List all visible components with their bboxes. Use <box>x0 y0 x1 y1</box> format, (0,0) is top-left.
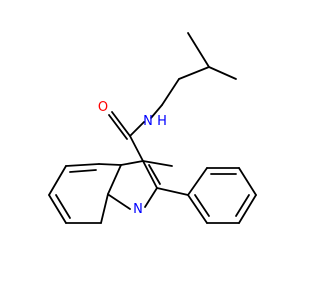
ring-nitrogen-label: N <box>133 202 143 217</box>
bond <box>98 163 122 166</box>
bond <box>161 78 180 106</box>
bond <box>142 160 173 167</box>
bond <box>178 66 210 80</box>
bond <box>142 160 158 189</box>
oxygen-atom-label: O <box>98 100 108 115</box>
bond <box>100 193 109 224</box>
bond <box>156 187 189 196</box>
bond <box>129 135 144 162</box>
bond <box>107 164 122 195</box>
bond <box>48 194 67 224</box>
bond <box>65 163 100 167</box>
bond <box>108 114 128 140</box>
bond <box>208 66 237 80</box>
bond <box>120 160 144 166</box>
bond <box>48 165 67 196</box>
bond <box>187 167 208 196</box>
bond <box>235 194 250 217</box>
bond <box>150 104 163 119</box>
bonds <box>48 32 257 224</box>
bond <box>129 121 145 137</box>
bond <box>238 194 257 224</box>
bond <box>194 194 210 217</box>
amide-hydrogen-label: H <box>157 114 167 129</box>
bond <box>148 164 161 185</box>
bond <box>238 167 257 196</box>
amide-nitrogen-label: N <box>143 114 153 129</box>
bond <box>108 194 131 210</box>
structure-drawing: O N H N <box>48 32 257 224</box>
bond <box>144 187 158 208</box>
bond <box>55 194 71 219</box>
atom-labels: O N H N <box>98 100 167 217</box>
bond <box>187 32 210 68</box>
bond <box>69 169 97 173</box>
bond <box>187 194 208 224</box>
bond <box>111 111 131 137</box>
